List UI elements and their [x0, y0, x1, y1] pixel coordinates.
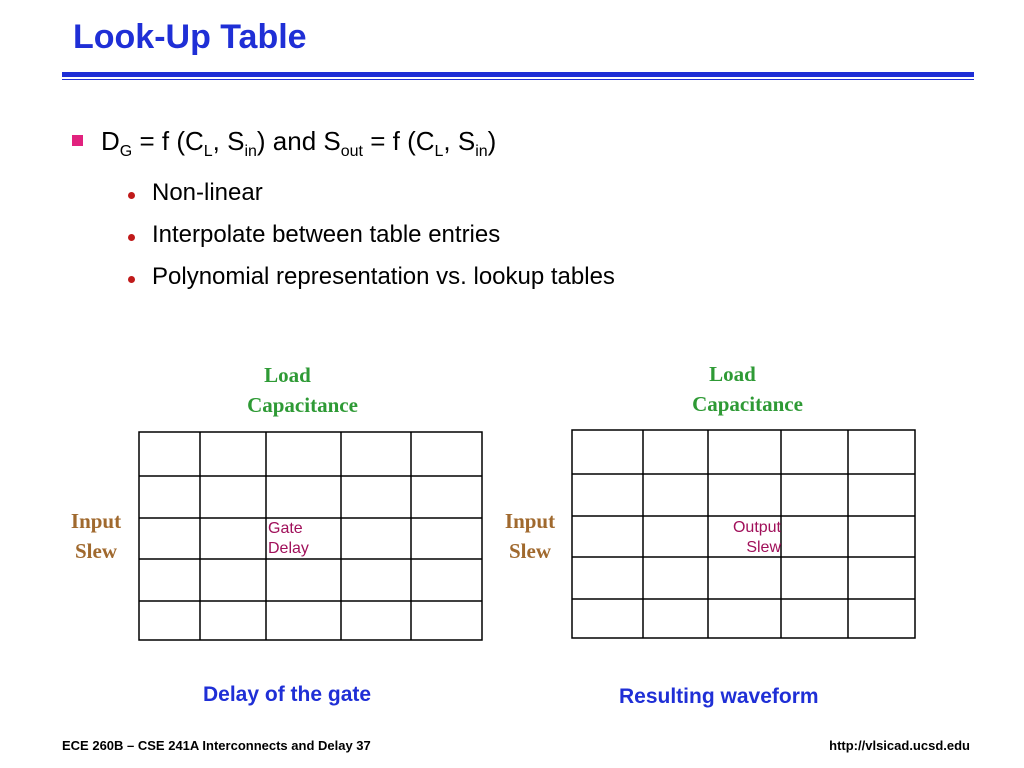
formula-sub-l1: L: [203, 143, 213, 161]
footer-course-info: ECE 260B – CSE 241A Interconnects and De…: [62, 738, 371, 753]
right-cell-line1: Output: [732, 519, 781, 536]
right-cell-output-slew: Output Slew: [713, 518, 781, 558]
left-cell-line2: Delay: [268, 540, 309, 557]
title-underline-thin: [62, 79, 974, 80]
sub-bullet-text: Non-linear: [152, 179, 263, 206]
right-input-line2: Slew: [509, 539, 551, 563]
formula-d: D: [101, 126, 120, 156]
left-grid-lines: [138, 431, 483, 641]
right-load-line1: Load: [709, 362, 756, 386]
formula-eq1: = f (C: [132, 126, 204, 156]
sub-bullet-list: Non-linear Interpolate between table ent…: [128, 172, 615, 298]
left-load-line2: Capacitance: [247, 393, 358, 417]
sub-bullet-text: Polynomial representation vs. lookup tab…: [152, 263, 615, 290]
formula-comma1: , S: [212, 126, 245, 156]
formula-sub-out: out: [340, 143, 363, 161]
main-bullet: DG = f (CL, Sin) and Sout = f (CL, Sin): [72, 126, 496, 161]
sub-bullet-item: Interpolate between table entries: [128, 214, 615, 256]
left-lookup-grid: [138, 431, 484, 643]
left-load-capacitance-label: Load Capacitance: [215, 360, 390, 420]
right-caption: Resulting waveform: [619, 685, 819, 708]
formula-sub-g: G: [119, 143, 133, 161]
right-load-capacitance-label: Load Capacitance: [660, 359, 835, 419]
formula-sub-in2: in: [475, 143, 488, 161]
right-grid-lines: [571, 429, 916, 639]
square-bullet-icon: [72, 135, 83, 146]
right-load-line2: Capacitance: [692, 392, 803, 416]
right-input-line1: Input: [504, 509, 556, 533]
round-bullet-icon: [128, 275, 135, 283]
title-underline: [62, 72, 974, 77]
formula-sub-in1: in: [244, 143, 257, 161]
sub-bullet-text: Interpolate between table entries: [152, 221, 501, 248]
slide-title: Look-Up Table: [73, 18, 307, 56]
left-input-slew-label: Input Slew: [58, 506, 134, 566]
sub-bullet-item: Polynomial representation vs. lookup tab…: [128, 256, 615, 298]
left-cell-gate-delay: Gate Delay: [268, 519, 309, 559]
left-input-line1: Input: [70, 509, 122, 533]
right-lookup-grid: [571, 429, 917, 641]
left-cell-line1: Gate: [268, 520, 303, 537]
formula-comma2: , S: [443, 126, 476, 156]
formula-close: ): [487, 126, 497, 156]
formula-sub-l2: L: [434, 143, 444, 161]
right-cell-line2: Slew: [746, 539, 781, 556]
left-caption: Delay of the gate: [203, 683, 372, 706]
round-bullet-icon: [128, 191, 135, 199]
footer-url: http://vlsicad.ucsd.edu: [829, 738, 970, 753]
left-input-line2: Slew: [75, 539, 117, 563]
sub-bullet-item: Non-linear: [128, 172, 615, 214]
delay-formula: DG = f (CL, Sin) and Sout = f (CL, Sin): [101, 126, 496, 161]
left-load-line1: Load: [264, 363, 311, 387]
right-input-slew-label: Input Slew: [492, 506, 568, 566]
formula-mid: ) and S: [256, 126, 341, 156]
round-bullet-icon: [128, 233, 135, 241]
formula-eq2: = f (C: [362, 126, 435, 156]
